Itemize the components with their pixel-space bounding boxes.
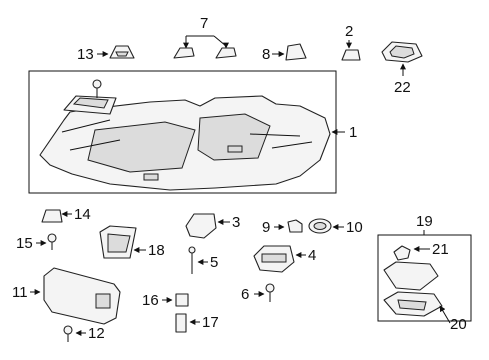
callout-7-bracket — [185, 35, 227, 47]
callout-1: 1 — [349, 124, 357, 141]
dome-lamp-20 — [383, 261, 443, 317]
screw-12 — [63, 325, 73, 342]
headliner-screw — [92, 79, 102, 98]
callout-13: 13 — [77, 46, 94, 63]
callout-16: 16 — [142, 292, 159, 309]
screw-15 — [47, 233, 57, 250]
callout-10: 10 — [346, 219, 363, 236]
callout-22: 22 — [394, 79, 411, 96]
callout-11: 11 — [12, 284, 28, 301]
screw-5 — [188, 246, 196, 274]
bulb-9 — [287, 219, 303, 233]
callout-14: 14 — [74, 206, 91, 223]
callout-12: 12 — [88, 325, 105, 342]
retainer-clip-7a — [173, 47, 195, 59]
callout-17: 17 — [202, 314, 219, 331]
sun-visor-11 — [43, 267, 121, 325]
bulb-21 — [393, 245, 411, 261]
callout-2: 2 — [345, 23, 353, 40]
callout-5: 5 — [210, 254, 218, 271]
clip-16 — [175, 293, 189, 307]
bulb-17 — [175, 313, 187, 333]
visor-clip-14 — [41, 209, 63, 223]
callout-18: 18 — [148, 242, 165, 259]
dome-lamp-group-frame — [377, 234, 472, 322]
lamp-housing-4 — [253, 245, 295, 273]
callout-7: 7 — [200, 15, 208, 32]
headliner-console-mount — [63, 95, 117, 115]
retainer-clip-7b — [215, 47, 237, 59]
grommet-10 — [308, 218, 332, 234]
callout-15: 15 — [16, 235, 33, 252]
vanity-mirror — [95, 293, 111, 309]
callout-3: 3 — [232, 214, 240, 231]
callout-9: 9 — [262, 219, 270, 236]
callout-20: 20 — [450, 316, 467, 333]
callout-6: 6 — [241, 286, 249, 303]
retainer-clip-2 — [341, 49, 361, 61]
dome-lamp-lens-22 — [381, 41, 423, 63]
retainer-clip-8 — [285, 43, 307, 61]
callout-8: 8 — [262, 46, 270, 63]
headliner-panel — [39, 95, 331, 191]
visor-bracket-18 — [99, 225, 137, 259]
callout-4: 4 — [308, 247, 316, 264]
screw-6 — [265, 283, 275, 302]
retainer-clip-13 — [109, 45, 135, 59]
callout-21: 21 — [432, 241, 449, 258]
callout-20-leader — [439, 305, 451, 324]
grab-handle-3 — [185, 213, 217, 239]
headliner-clip-slot — [143, 173, 159, 181]
callout-19: 19 — [416, 213, 433, 230]
